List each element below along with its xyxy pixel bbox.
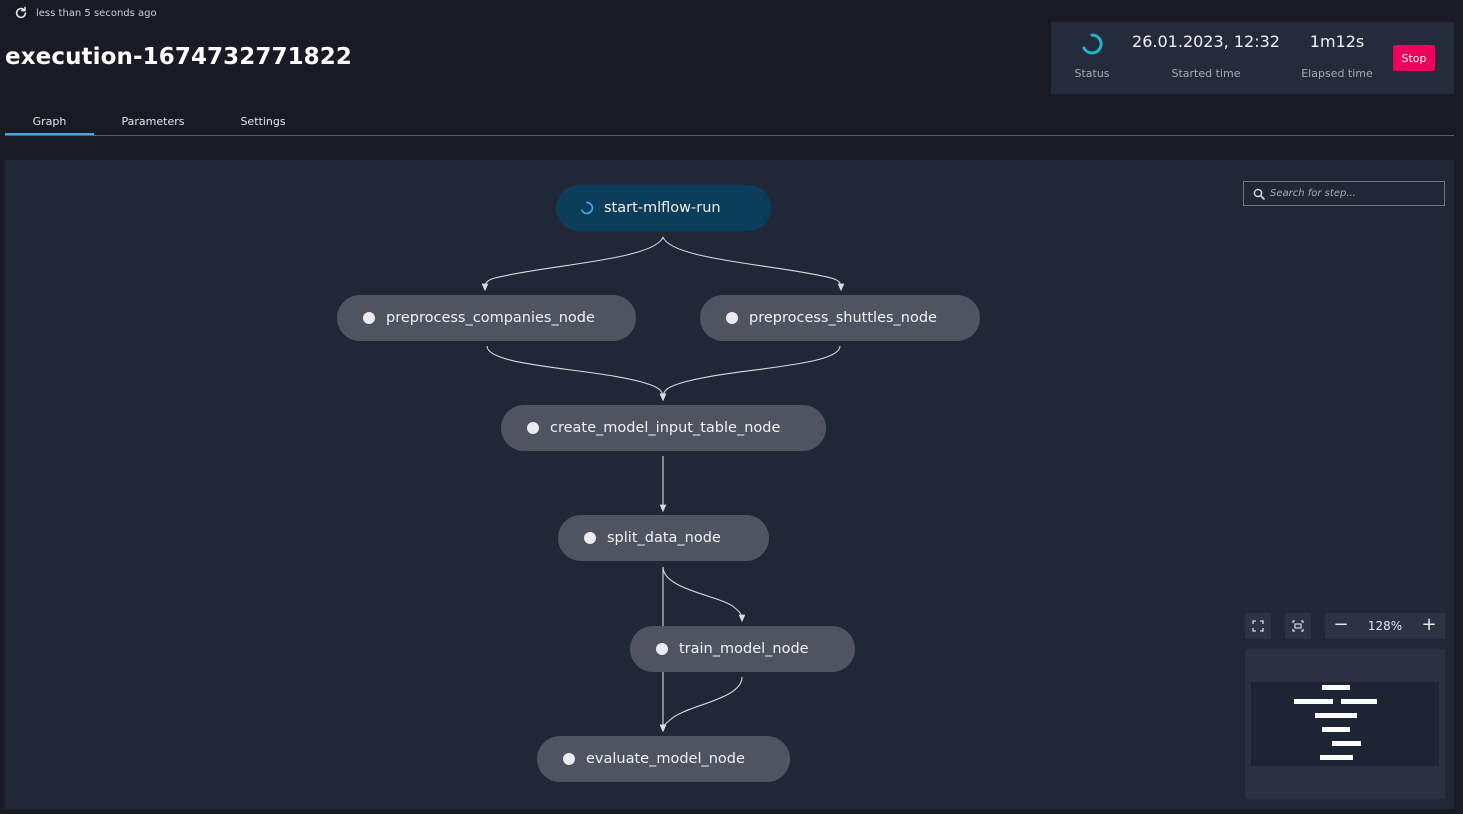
- minimap-node: [1322, 727, 1350, 732]
- minimap-node: [1294, 699, 1333, 704]
- graph-node-train-model[interactable]: train_model_node: [630, 626, 855, 672]
- edge-start-to-shuttles: [662, 236, 845, 292]
- edge-shuttles-to-create: [659, 345, 841, 402]
- minimap-node: [1341, 699, 1377, 704]
- pending-status-icon: [726, 312, 738, 324]
- started-time-label: Started time: [1171, 67, 1241, 80]
- node-label: preprocess_shuttles_node: [749, 310, 937, 326]
- node-label: train_model_node: [679, 641, 809, 657]
- running-spinner-icon: [581, 201, 594, 215]
- page-title: execution-1674732771822: [5, 44, 352, 70]
- last-refresh-text: less than 5 seconds ago: [36, 7, 157, 19]
- tab-parameters[interactable]: Parameters: [121, 115, 185, 128]
- graph-edges: [481, 236, 845, 733]
- fit-view-button[interactable]: [1285, 613, 1311, 639]
- node-label: create_model_input_table_node: [550, 420, 781, 436]
- zoom-out-button[interactable]: −: [1333, 614, 1349, 635]
- graph-node-start-mlflow-run[interactable]: start-mlflow-run: [556, 185, 771, 231]
- pending-status-icon: [527, 422, 539, 434]
- edge-train-to-evaluate: [659, 676, 743, 733]
- edge-companies-to-create: [486, 345, 667, 402]
- refresh-icon[interactable]: [14, 6, 28, 20]
- minimap-viewport[interactable]: [1251, 682, 1439, 766]
- fit-view-icon: [1292, 620, 1304, 632]
- pending-status-icon: [656, 643, 668, 655]
- stop-button[interactable]: Stop: [1393, 45, 1435, 71]
- zoom-level: 128%: [1367, 619, 1403, 633]
- elapsed-time-value: 1m12s: [1309, 32, 1365, 51]
- elapsed-time-label: Elapsed time: [1301, 67, 1373, 80]
- execution-status-panel: Status 26.01.2023, 12:32 Started time 1m…: [1051, 22, 1454, 94]
- fullscreen-button[interactable]: [1245, 613, 1271, 639]
- started-time-value: 26.01.2023, 12:32: [1132, 32, 1280, 51]
- pending-status-icon: [563, 753, 575, 765]
- status-label: Status: [1074, 67, 1110, 80]
- node-label: start-mlflow-run: [604, 200, 721, 216]
- minimap-node: [1320, 755, 1353, 760]
- zoom-in-button[interactable]: +: [1421, 614, 1437, 635]
- fullscreen-icon: [1252, 620, 1264, 632]
- pending-status-icon: [363, 312, 375, 324]
- tab-graph[interactable]: Graph: [5, 108, 94, 135]
- edge-split-to-train: [662, 566, 746, 623]
- tab-bar: Graph Parameters Settings: [5, 108, 1454, 136]
- minimap-node: [1322, 685, 1350, 690]
- pending-status-icon: [584, 532, 596, 544]
- status-spinner-icon: [1082, 33, 1103, 55]
- edge-start-to-companies: [481, 236, 664, 292]
- minimap-node: [1315, 713, 1357, 718]
- graph-minimap[interactable]: [1245, 649, 1445, 799]
- minimap-node: [1332, 741, 1361, 746]
- node-label: preprocess_companies_node: [386, 310, 595, 326]
- zoom-controls: − 128% +: [1325, 613, 1445, 639]
- step-search-box[interactable]: [1243, 181, 1445, 206]
- graph-node-evaluate-model[interactable]: evaluate_model_node: [537, 736, 790, 782]
- tab-settings[interactable]: Settings: [240, 115, 286, 128]
- graph-node-create-model-input-table[interactable]: create_model_input_table_node: [501, 405, 826, 451]
- graph-node-preprocess-companies[interactable]: preprocess_companies_node: [337, 295, 636, 341]
- refresh-bar[interactable]: less than 5 seconds ago: [14, 5, 157, 21]
- graph-canvas[interactable]: start-mlflow-run preprocess_companies_no…: [5, 160, 1454, 809]
- node-label: split_data_node: [607, 530, 721, 546]
- search-icon: [1253, 188, 1265, 200]
- node-label: evaluate_model_node: [586, 751, 745, 767]
- graph-node-preprocess-shuttles[interactable]: preprocess_shuttles_node: [700, 295, 980, 341]
- graph-node-split-data[interactable]: split_data_node: [558, 515, 769, 561]
- step-search-input[interactable]: [1270, 188, 1440, 199]
